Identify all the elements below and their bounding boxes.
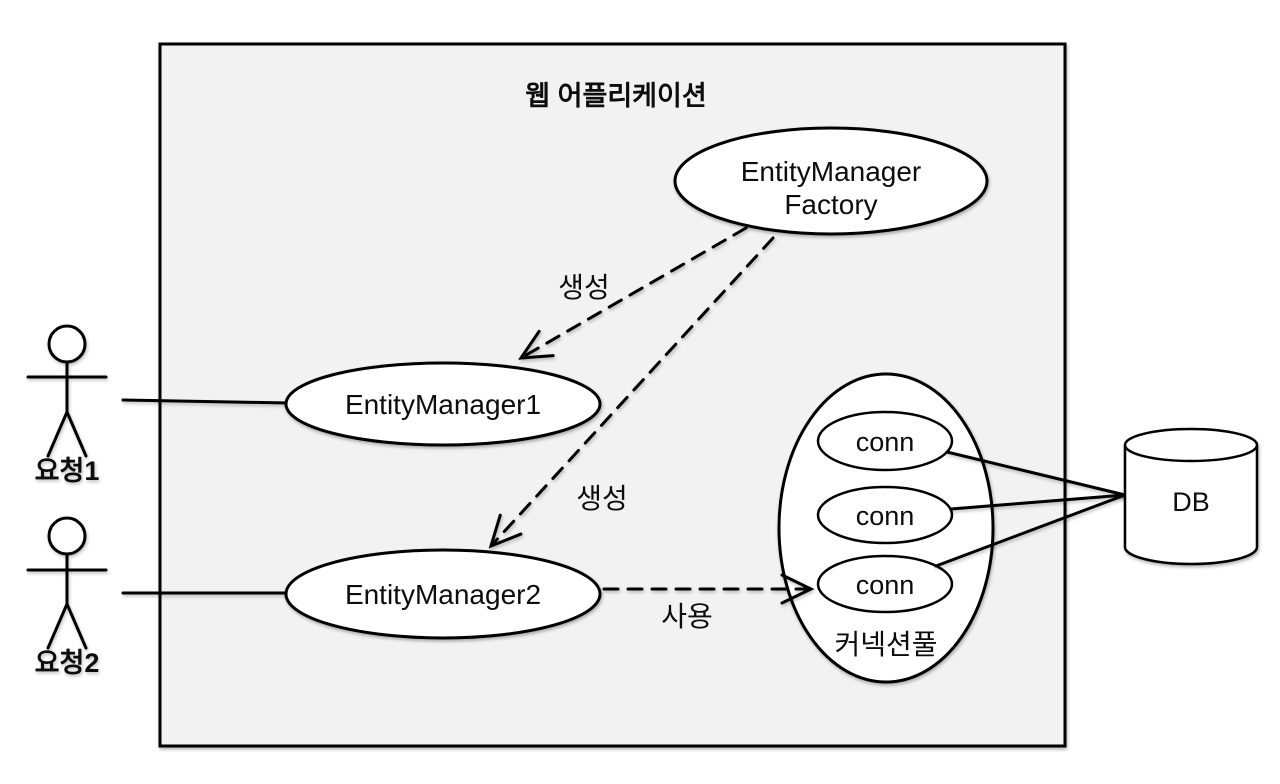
create2-edge-label: 생성 [576, 483, 628, 514]
entitymanager2-ellipse [284, 548, 602, 640]
actor1-leg-right [65, 410, 88, 458]
actor1-head [47, 324, 87, 364]
db-cylinder-top [1123, 427, 1259, 463]
edge-conn3-db [934, 493, 1127, 568]
entitymanager-factory-label-line1: EntityManager [741, 156, 922, 187]
actor-request1: 요청1 [26, 324, 108, 486]
edge-conn1-db [945, 450, 1127, 497]
edge-factory-creates-entitymanager2 [488, 236, 775, 549]
use-edge-label: 사용 [661, 601, 713, 632]
actor2-head [47, 516, 87, 556]
entitymanager-factory-ellipse [673, 126, 989, 236]
entitymanager2-label: EntityManager2 [345, 579, 541, 610]
node-entitymanager1: EntityManager1 [284, 361, 602, 447]
node-entitymanager-factory: EntityManager Factory [673, 126, 989, 236]
node-entitymanager2: EntityManager2 [284, 548, 602, 640]
entitymanager1-ellipse [284, 361, 602, 447]
diagram-title: 웹 어플리케이션 [525, 81, 706, 111]
actor2-leg-left [46, 602, 69, 650]
node-db: DB [1123, 427, 1259, 566]
actor2-label: 요청2 [35, 648, 100, 678]
actor2-leg-right [65, 602, 88, 650]
conn2-ellipse [816, 485, 954, 545]
actor1-leg-left [46, 410, 69, 458]
entitymanager-factory-label-line2: Factory [784, 189, 877, 220]
conn3-ellipse [816, 554, 954, 614]
conn1-ellipse [816, 410, 954, 472]
conn2-label: conn [856, 501, 915, 531]
edge-factory-creates-entitymanager1 [518, 226, 748, 360]
actor1-label: 요청1 [35, 456, 100, 486]
edge-request1-entitymanager1 [121, 398, 292, 405]
create1-edge-label: 생성 [558, 272, 610, 303]
entitymanager1-label: EntityManager1 [345, 389, 541, 420]
conn1-label: conn [856, 427, 915, 457]
db-label: DB [1172, 487, 1210, 517]
conn3-label: conn [856, 570, 915, 600]
node-connection-pool: conn conn conn 커넥션풀 [777, 372, 995, 684]
db-cylinder-body [1123, 445, 1259, 566]
actor-request2: 요청2 [26, 516, 108, 678]
edge-conn2-db [949, 493, 1127, 511]
connection-pool-label: 커넥션풀 [834, 629, 937, 660]
